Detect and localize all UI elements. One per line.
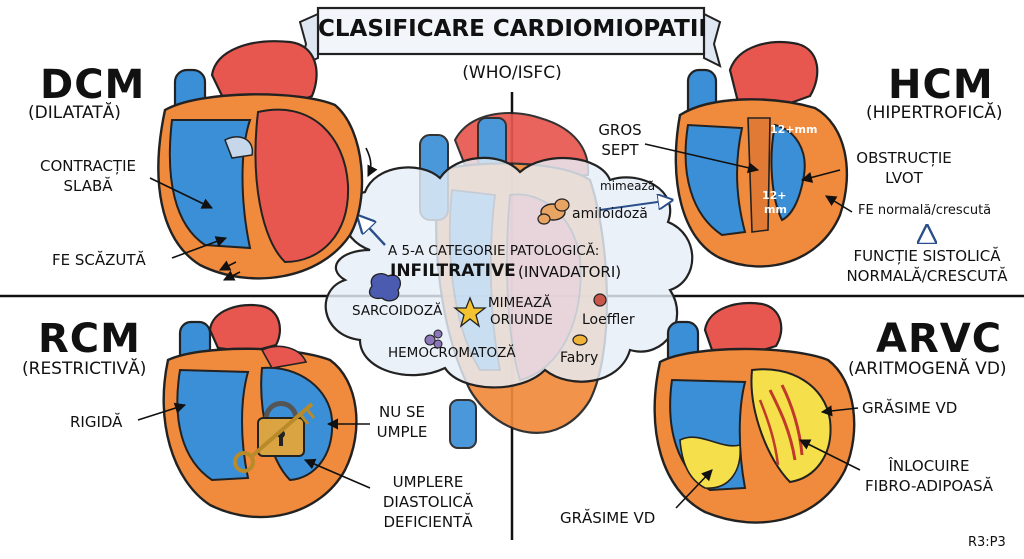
rcm-label-nu-se: NU SE bbox=[379, 403, 425, 421]
center-heading-line1: A 5-A CATEGORIE PATOLOGICĂ: bbox=[388, 243, 600, 259]
arvc-label-grasime-right: GRĂSIME VD bbox=[862, 399, 958, 417]
arvc-subtitle: (ARITMOGENĂ VD) bbox=[848, 359, 1007, 379]
leader-obstructie bbox=[800, 169, 841, 183]
hcm-subtitle: (HIPERTROFICĂ) bbox=[866, 103, 1003, 123]
dcm-motion-arrow-left-2 bbox=[222, 270, 241, 281]
rcm-label-umple: UMPLE bbox=[376, 423, 428, 441]
center-loeffler: Loeffler bbox=[582, 312, 635, 328]
leader-inlocuire bbox=[798, 439, 861, 471]
hcm-label-sept: SEPT bbox=[601, 141, 639, 159]
arvc-label-fibro: FIBRO-ADIPOASĂ bbox=[865, 477, 993, 495]
iron-cluster-icon bbox=[424, 329, 443, 349]
hcm-label-normala-crescuta: NORMALĂ/CRESCUTĂ bbox=[846, 267, 1008, 285]
page-subtitle: (WHO/ISFC) bbox=[462, 63, 562, 83]
center-amiloidoza: amiloidoză bbox=[572, 206, 648, 222]
title-banner bbox=[298, 6, 722, 68]
hcm-label-gros: GROS bbox=[598, 121, 642, 139]
hcm-label-lvot: LVOT bbox=[885, 169, 923, 187]
leader-rigida bbox=[137, 402, 187, 421]
amyloid-blob-icon bbox=[537, 198, 570, 225]
arvc-label-grasime-bottom: GRĂSIME VD bbox=[560, 509, 656, 527]
dcm-label-contractie: CONTRACȚIE bbox=[39, 157, 136, 175]
infiltrative-cloud bbox=[324, 156, 694, 389]
hcm-label-fe-normala: FE normală/crescută bbox=[858, 203, 992, 218]
page-title: CLASIFICARE CARDIOMIOPATII bbox=[318, 16, 707, 42]
center-sarcoidoza: SARCOIDOZĂ bbox=[352, 303, 443, 319]
leader-umplere bbox=[303, 458, 371, 489]
center-mimeaza-2: ORIUNDE bbox=[490, 312, 553, 328]
leader-fe-normala bbox=[825, 195, 853, 213]
arvc-heart bbox=[653, 302, 856, 524]
padlock-icon bbox=[257, 401, 305, 457]
key-icon bbox=[233, 402, 316, 473]
star-icon bbox=[453, 296, 487, 328]
loeffler-dot-icon bbox=[593, 293, 607, 307]
hcm-heart bbox=[674, 40, 849, 268]
rcm-label-umplere: UMPLERE bbox=[392, 473, 464, 491]
leader-contractie bbox=[149, 177, 214, 209]
rcm-heart bbox=[162, 304, 358, 519]
center-heading-bold: INFILTRATIVE bbox=[390, 261, 516, 281]
rcm-label-diastolica: DIASTOLICĂ bbox=[382, 493, 474, 511]
footer-tag: R3:P3 bbox=[968, 535, 1006, 550]
rcm-title: RCM bbox=[38, 316, 141, 362]
cloud-arrow-left bbox=[358, 216, 386, 246]
sarcoid-blob-icon bbox=[368, 272, 402, 302]
hcm-label-functie: FUNCȚIE SISTOLICĂ bbox=[853, 247, 1001, 265]
fabry-dot-icon bbox=[572, 334, 588, 346]
arvc-label-inlocuire: ÎNLOCUIRE bbox=[888, 457, 970, 475]
dcm-label-fe-scazuta: FE SCĂZUTĂ bbox=[52, 251, 146, 269]
center-fabry: Fabry bbox=[560, 350, 599, 366]
hcm-measure-mid-unit: mm bbox=[764, 203, 787, 216]
dcm-heart bbox=[157, 40, 364, 280]
hcm-measure-mid: 12+ bbox=[762, 189, 787, 202]
center-hemocromatoza: HEMOCROMATOZĂ bbox=[388, 345, 516, 361]
leader-gros-sept bbox=[644, 143, 760, 174]
leader-grasime-vd-bottom bbox=[675, 469, 713, 509]
dcm-title: DCM bbox=[40, 62, 146, 108]
center-mimics-arrow-label: mimează bbox=[600, 179, 656, 193]
leader-grasime-vd-right bbox=[820, 405, 859, 417]
dcm-motion-arrow-right bbox=[365, 147, 378, 178]
hcm-measure-top: 12+mm bbox=[770, 123, 818, 136]
leader-fe-scazuta bbox=[171, 236, 228, 259]
dcm-motion-arrow-left bbox=[218, 260, 237, 271]
dcm-subtitle: (DILATATĂ) bbox=[28, 103, 121, 123]
hcm-title: HCM bbox=[888, 62, 994, 108]
center-heading-rest: (INVADATORI) bbox=[518, 263, 622, 281]
rcm-label-rigida: RIGIDĂ bbox=[70, 413, 123, 431]
cloud-arrow-right bbox=[599, 200, 672, 211]
center-mimeaza-1: MIMEAZĂ bbox=[488, 295, 552, 311]
hcm-label-obstructie: OBSTRUCȚIE bbox=[856, 149, 952, 167]
rcm-subtitle: (RESTRICTIVĂ) bbox=[22, 359, 147, 379]
arvc-title: ARVC bbox=[876, 316, 1003, 362]
rcm-label-deficienta: DEFICIENTĂ bbox=[383, 513, 473, 531]
dcm-label-slaba: SLABĂ bbox=[63, 177, 113, 195]
